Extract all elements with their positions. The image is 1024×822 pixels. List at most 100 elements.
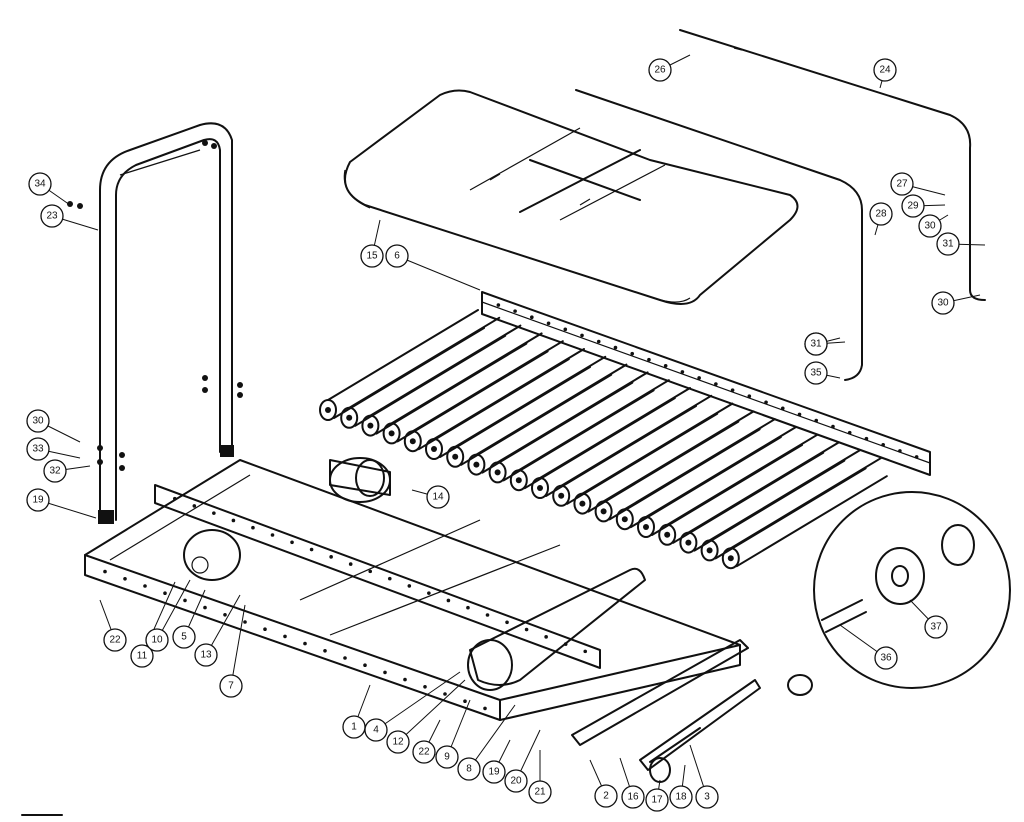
callout-7: 7 <box>219 604 246 698</box>
side-rail-6 <box>481 291 931 476</box>
callout-label: 36 <box>880 653 892 664</box>
callout-4: 4 <box>364 671 461 742</box>
callout-label: 5 <box>181 632 187 643</box>
callout-37: 37 <box>909 599 948 639</box>
callout-label: 21 <box>534 787 546 798</box>
callout-16: 16 <box>619 757 645 809</box>
callout-label: 30 <box>32 416 44 427</box>
callout-27: 27 <box>890 172 946 196</box>
roller-array <box>319 309 888 570</box>
callout-19: 19 <box>26 488 97 519</box>
callout-32: 32 <box>43 459 91 483</box>
callout-label: 12 <box>392 737 404 748</box>
callout-label: 8 <box>466 764 472 775</box>
callout-36: 36 <box>839 624 898 670</box>
callout-34: 34 <box>28 172 71 206</box>
callout-label: 15 <box>366 251 378 262</box>
roller <box>700 449 867 562</box>
callout-label: 20 <box>510 776 522 787</box>
callout-label: 6 <box>394 251 400 262</box>
callout-label: 18 <box>675 792 687 803</box>
callout-22: 22 <box>99 599 127 652</box>
callout-13: 13 <box>194 594 241 667</box>
callout-label: 19 <box>32 495 44 506</box>
callout-label: 2 <box>603 791 609 802</box>
callout-label: 7 <box>228 681 234 692</box>
callout-18: 18 <box>669 764 693 809</box>
callout-label: 26 <box>654 65 666 76</box>
callout-label: 33 <box>32 444 44 455</box>
center-rail <box>154 484 601 669</box>
callout-2: 2 <box>589 759 618 808</box>
detail-inset <box>813 491 1011 689</box>
callout-23: 23 <box>40 204 99 231</box>
rail-6-holes <box>496 303 919 459</box>
callout-label: 1 <box>351 722 357 733</box>
callout-9: 9 <box>435 699 471 769</box>
callout-6: 6 <box>385 244 481 291</box>
callout-31: 31 <box>804 332 846 356</box>
callout-label: 19 <box>488 767 500 778</box>
callout-label: 10 <box>151 635 163 646</box>
walking-belt <box>343 89 799 305</box>
callout-label: 22 <box>109 635 121 646</box>
rail-center-holes <box>172 496 588 654</box>
callout-label: 11 <box>137 651 148 662</box>
roller <box>679 441 846 554</box>
callout-label: 13 <box>200 650 212 661</box>
callout-28: 28 <box>869 202 893 236</box>
callout-label: 22 <box>418 747 430 758</box>
callout-21: 21 <box>528 750 552 804</box>
callout-20: 20 <box>504 729 541 793</box>
callout-label: 9 <box>444 752 450 763</box>
callout-label: 17 <box>651 795 663 806</box>
callout-3: 3 <box>689 744 719 809</box>
handrail-left <box>67 122 243 524</box>
callout-11: 11 <box>130 581 176 668</box>
callout-label: 14 <box>432 492 444 503</box>
callout-30: 30 <box>918 214 949 238</box>
callout-19: 19 <box>482 739 511 784</box>
callout-label: 27 <box>896 179 908 190</box>
callout-5: 5 <box>172 589 206 649</box>
upper-rails <box>575 29 986 381</box>
roller <box>721 457 888 570</box>
callout-label: 37 <box>930 622 942 633</box>
callout-label: 31 <box>942 239 954 250</box>
callout-label: 28 <box>875 209 887 220</box>
callout-label: 31 <box>810 339 822 350</box>
callout-label: 4 <box>373 725 379 736</box>
rear-roller <box>467 567 646 691</box>
callout-22: 22 <box>412 719 441 764</box>
callout-label: 16 <box>627 792 639 803</box>
drum-left <box>183 529 241 581</box>
callout-15: 15 <box>360 219 384 268</box>
callout-12: 12 <box>386 679 466 754</box>
callout-30: 30 <box>26 409 81 443</box>
callout-label: 35 <box>810 368 822 379</box>
callout-33: 33 <box>26 437 81 461</box>
callout-29: 29 <box>901 194 946 218</box>
lower-rails <box>571 639 813 783</box>
callout-label: 34 <box>34 179 46 190</box>
callout-26: 26 <box>648 54 691 82</box>
callout-label: 24 <box>879 65 891 76</box>
callout-label: 3 <box>704 792 710 803</box>
callout-10: 10 <box>145 579 191 652</box>
callout-24: 24 <box>873 58 897 89</box>
front-roller <box>329 457 391 503</box>
callout-label: 23 <box>46 211 58 222</box>
callout-label: 32 <box>49 466 61 477</box>
callout-14: 14 <box>411 485 450 509</box>
callout-31: 31 <box>936 232 986 256</box>
callout-17: 17 <box>645 779 669 812</box>
rail-front-holes <box>103 569 487 711</box>
callout-label: 29 <box>907 201 919 212</box>
callout-8: 8 <box>457 704 516 781</box>
callout-30: 30 <box>931 291 981 315</box>
callout-35: 35 <box>804 361 841 385</box>
callout-label: 30 <box>937 298 949 309</box>
callout-label: 30 <box>924 221 936 232</box>
